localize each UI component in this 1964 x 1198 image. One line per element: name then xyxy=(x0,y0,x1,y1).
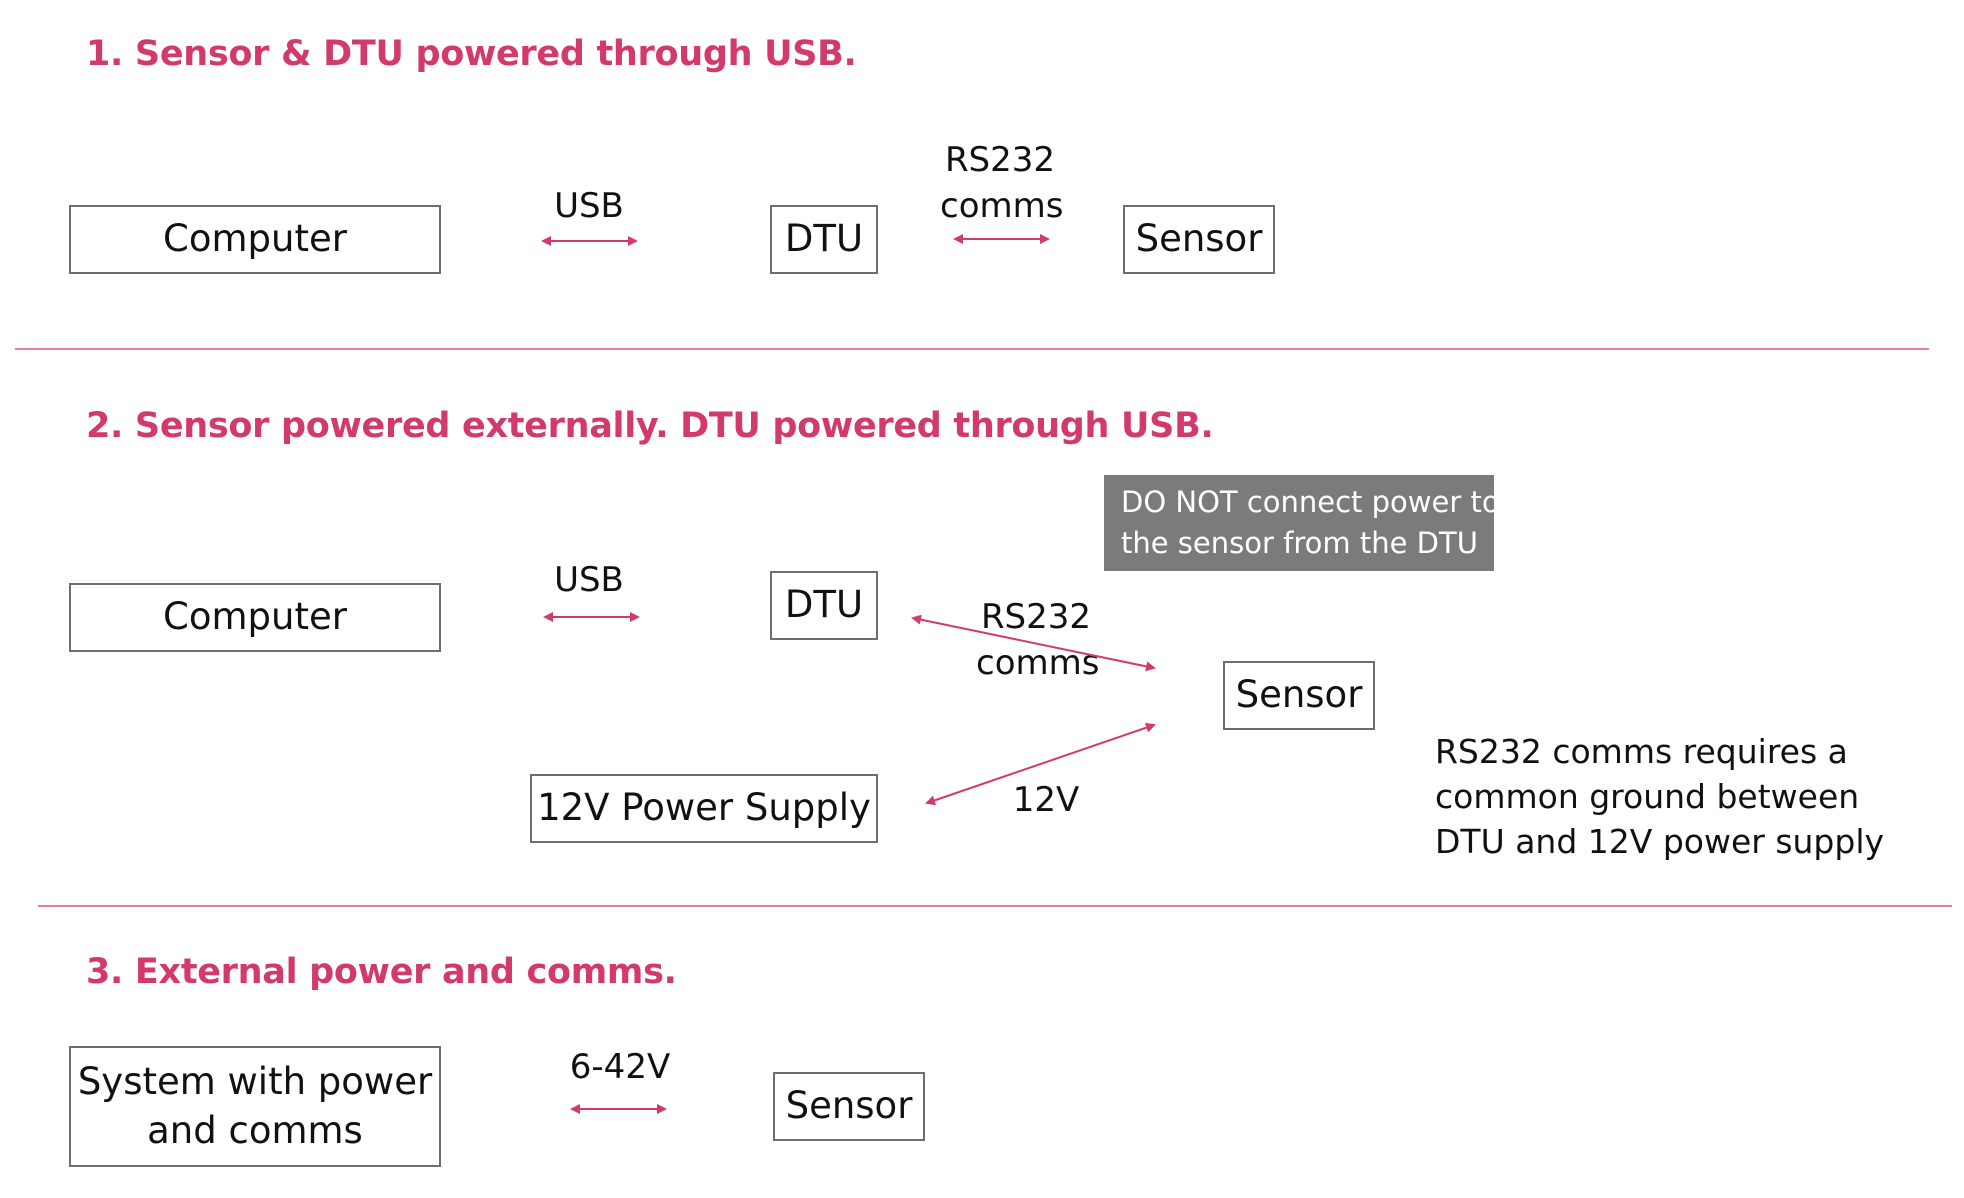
system-box: System with power and comms xyxy=(69,1046,441,1167)
warning-callout: DO NOT connect power to the sensor from … xyxy=(1104,475,1500,571)
usb-label: USB xyxy=(554,560,624,600)
sensor-box: Sensor xyxy=(773,1072,925,1141)
12v-arrow xyxy=(925,722,1156,806)
system-label-line-2: and comms xyxy=(147,1108,363,1152)
dtu-label: DTU xyxy=(784,217,864,261)
sensor-label: Sensor xyxy=(1135,217,1263,261)
power-supply-label: 12V Power Supply xyxy=(537,786,871,830)
power-supply-box: 12V Power Supply xyxy=(530,774,878,843)
system-label-line-1: System with power xyxy=(77,1060,433,1104)
computer-label: Computer xyxy=(163,595,347,639)
computer-box: Computer xyxy=(69,583,441,652)
dtu-box: DTU xyxy=(770,571,878,640)
sensor-label: Sensor xyxy=(785,1084,913,1128)
usb-label: USB xyxy=(554,186,624,226)
warning-line-2: the sensor from the DTU xyxy=(1121,525,1478,560)
sensor-box: Sensor xyxy=(1123,205,1275,274)
section-2-heading: 2. Sensor powered externally. DTU powere… xyxy=(86,406,1214,446)
note-line-3: DTU and 12V power supply xyxy=(1435,822,1885,862)
section-divider xyxy=(38,905,1952,907)
note-line-2: common ground between xyxy=(1435,777,1860,817)
voltage-label: 6-42V xyxy=(569,1047,671,1087)
warning-line-1: DO NOT connect power to xyxy=(1121,485,1500,519)
section-3-heading: 3. External power and comms. xyxy=(86,952,677,992)
rs232-label: RS232 comms xyxy=(940,138,1064,230)
section-1-heading: 1. Sensor & DTU powered through USB. xyxy=(86,34,857,74)
sensor-box: Sensor xyxy=(1223,661,1375,730)
dtu-box: DTU xyxy=(770,205,878,274)
computer-box: Computer xyxy=(69,205,441,274)
computer-label: Computer xyxy=(163,217,347,261)
rs232-text: RS232 xyxy=(944,140,1056,180)
rs232-arrow xyxy=(911,614,1156,672)
ground-note: RS232 comms requires a common ground bet… xyxy=(1435,729,1884,865)
sensor-label: Sensor xyxy=(1235,673,1363,717)
dtu-label: DTU xyxy=(784,583,864,627)
note-line-1: RS232 comms requires a xyxy=(1435,732,1848,771)
comms-text: comms xyxy=(940,185,1064,226)
section-divider xyxy=(15,348,1929,350)
